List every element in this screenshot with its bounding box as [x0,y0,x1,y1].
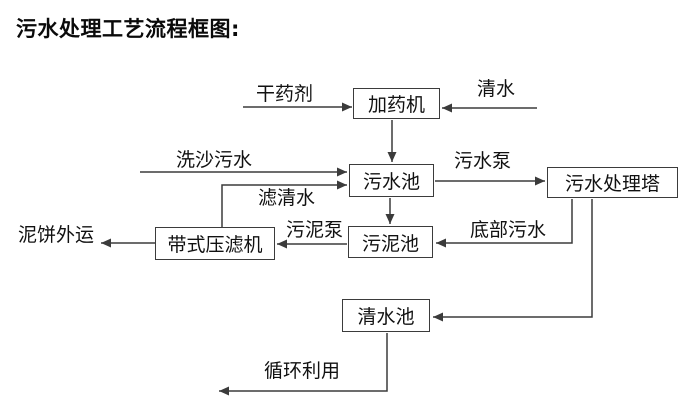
label-filtered-water: 滤清水 [258,187,316,209]
label-bottom-sewage: 底部污水 [470,219,547,241]
label-mud-cake-outbound: 泥饼外运 [18,224,95,246]
page-title: 污水处理工艺流程框图: [16,17,240,41]
edge-filtered-water [221,180,347,227]
label-recycling: 循环利用 [264,360,341,382]
edge-tower-to-clean-pool [433,199,593,322]
label-sewage-pump: 污水泵 [454,150,512,172]
label-sand-washing-sewage: 洗沙污水 [176,149,253,171]
node-sludge-pool: 污泥池 [348,226,433,258]
node-clean-water-pool: 清水池 [342,299,430,332]
label-sludge-pump: 污泥泵 [286,219,344,241]
node-dosing-machine: 加药机 [353,88,440,119]
node-sewage-treatment-tower: 污水处理塔 [547,167,678,198]
edge-recycling [219,333,388,396]
node-belt-filter-press: 带式压滤机 [155,227,275,260]
edge-bottom-sewage [436,199,573,248]
label-clean-water: 清水 [477,78,516,100]
node-sewage-pool: 污水池 [349,164,434,197]
label-dry-chemical: 干药剂 [256,83,314,105]
